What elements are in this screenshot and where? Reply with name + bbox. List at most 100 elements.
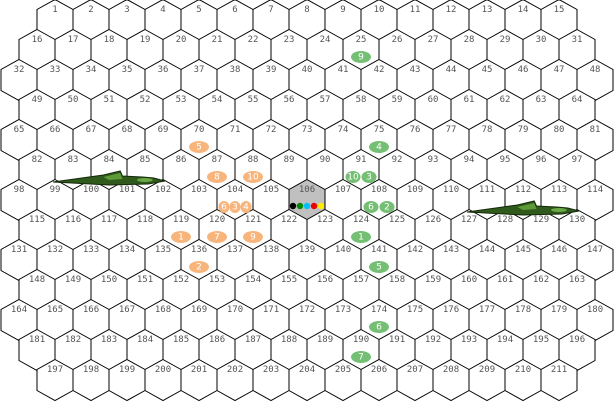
orange-token-3[interactable]: 3 [229, 201, 241, 213]
green-token-3[interactable]: 3 [361, 171, 377, 183]
player-marker[interactable] [310, 202, 318, 210]
hex-number: 79 [518, 125, 529, 135]
token-disc[interactable] [207, 171, 227, 183]
token-disc[interactable] [369, 261, 389, 273]
green-token-10[interactable]: 10 [345, 171, 361, 183]
green-token-4[interactable]: 4 [369, 141, 389, 153]
hex-number: 39 [266, 65, 277, 75]
hex-number: 89 [284, 155, 295, 165]
hex-number: 164 [11, 305, 27, 315]
orange-token-9[interactable]: 9 [243, 231, 263, 243]
hex-number: 34 [86, 65, 97, 75]
hex-number: 102 [155, 185, 171, 195]
hex-number: 110 [443, 185, 459, 195]
token-disc[interactable] [361, 171, 377, 183]
hex-211[interactable]: 211 [540, 358, 578, 402]
hex-number: 179 [551, 305, 567, 315]
orange-token-5[interactable]: 5 [189, 141, 209, 153]
hex-number: 185 [173, 335, 189, 345]
token-disc[interactable] [351, 51, 371, 63]
token-disc[interactable] [243, 231, 263, 243]
token-disc[interactable] [351, 231, 371, 243]
hex-number: 7 [268, 5, 273, 15]
token-disc[interactable] [369, 321, 389, 333]
hex-number: 67 [86, 125, 97, 135]
orange-token-6[interactable]: 6 [218, 201, 230, 213]
hex-number: 37 [194, 65, 205, 75]
token-label: 7 [358, 353, 364, 363]
orange-token-1[interactable]: 1 [171, 231, 191, 243]
token-label: 2 [196, 263, 202, 273]
hex-number: 40 [302, 65, 313, 75]
hex-number: 210 [515, 365, 531, 375]
orange-token-4[interactable]: 4 [240, 201, 252, 213]
green-token-6[interactable]: 6 [369, 321, 389, 333]
token-disc[interactable] [229, 201, 241, 213]
hex-number: 171 [263, 305, 279, 315]
green-token-5[interactable]: 5 [369, 261, 389, 273]
hex-number: 32 [14, 65, 25, 75]
hex-number: 154 [245, 275, 261, 285]
token-disc[interactable] [363, 201, 379, 213]
ship-right[interactable] [466, 200, 580, 216]
hex-number: 108 [371, 185, 387, 195]
hex-number: 182 [65, 335, 81, 345]
token-disc[interactable] [189, 141, 209, 153]
hex-number: 96 [536, 155, 547, 165]
hex-number: 63 [536, 95, 547, 105]
hex-number: 23 [284, 35, 295, 45]
hex-cell[interactable] [540, 358, 578, 402]
ship-left[interactable] [52, 170, 166, 186]
hex-number: 145 [515, 245, 531, 255]
hex-number: 187 [245, 335, 261, 345]
token-disc[interactable] [218, 201, 230, 213]
hex-number: 161 [497, 275, 513, 285]
hex-number: 199 [119, 365, 135, 375]
hex-number: 16 [32, 35, 43, 45]
token-disc[interactable] [189, 261, 209, 273]
hex-number: 87 [212, 155, 223, 165]
hex-number: 170 [227, 305, 243, 315]
hex-number: 78 [482, 125, 493, 135]
token-disc[interactable] [351, 351, 371, 363]
token-disc[interactable] [240, 201, 252, 213]
hex-number: 150 [101, 275, 117, 285]
token-disc[interactable] [171, 231, 191, 243]
green-token-2[interactable]: 2 [379, 201, 395, 213]
player-marker[interactable] [317, 202, 325, 210]
hex-number: 83 [68, 155, 79, 165]
green-token-1[interactable]: 1 [351, 231, 371, 243]
orange-token-2[interactable]: 2 [189, 261, 209, 273]
token-disc[interactable] [207, 231, 227, 243]
green-token-6[interactable]: 6 [363, 201, 379, 213]
token-label: 7 [214, 233, 220, 243]
player-marker[interactable] [289, 202, 297, 210]
green-token-7[interactable]: 7 [351, 351, 371, 363]
orange-token-10[interactable]: 10 [243, 171, 263, 183]
hex-number: 53 [176, 95, 187, 105]
token-label: 4 [243, 203, 249, 213]
hex-number: 186 [209, 335, 225, 345]
hex-number: 19 [140, 35, 151, 45]
player-marker[interactable] [303, 202, 311, 210]
hex-number: 58 [356, 95, 367, 105]
hex-number: 159 [425, 275, 441, 285]
orange-token-7[interactable]: 7 [207, 231, 227, 243]
token-disc[interactable] [243, 171, 263, 183]
token-label: 1 [178, 233, 184, 243]
hex-number: 90 [320, 155, 331, 165]
green-token-9[interactable]: 9 [351, 51, 371, 63]
hex-number: 17 [68, 35, 79, 45]
token-disc[interactable] [369, 141, 389, 153]
player-marker[interactable] [296, 202, 304, 210]
hex-number: 189 [317, 335, 333, 345]
hex-number: 144 [479, 245, 495, 255]
hex-number: 10 [374, 5, 385, 15]
token-disc[interactable] [379, 201, 395, 213]
token-label: 1 [358, 233, 364, 243]
orange-token-8[interactable]: 8 [207, 171, 227, 183]
token-disc[interactable] [345, 171, 361, 183]
